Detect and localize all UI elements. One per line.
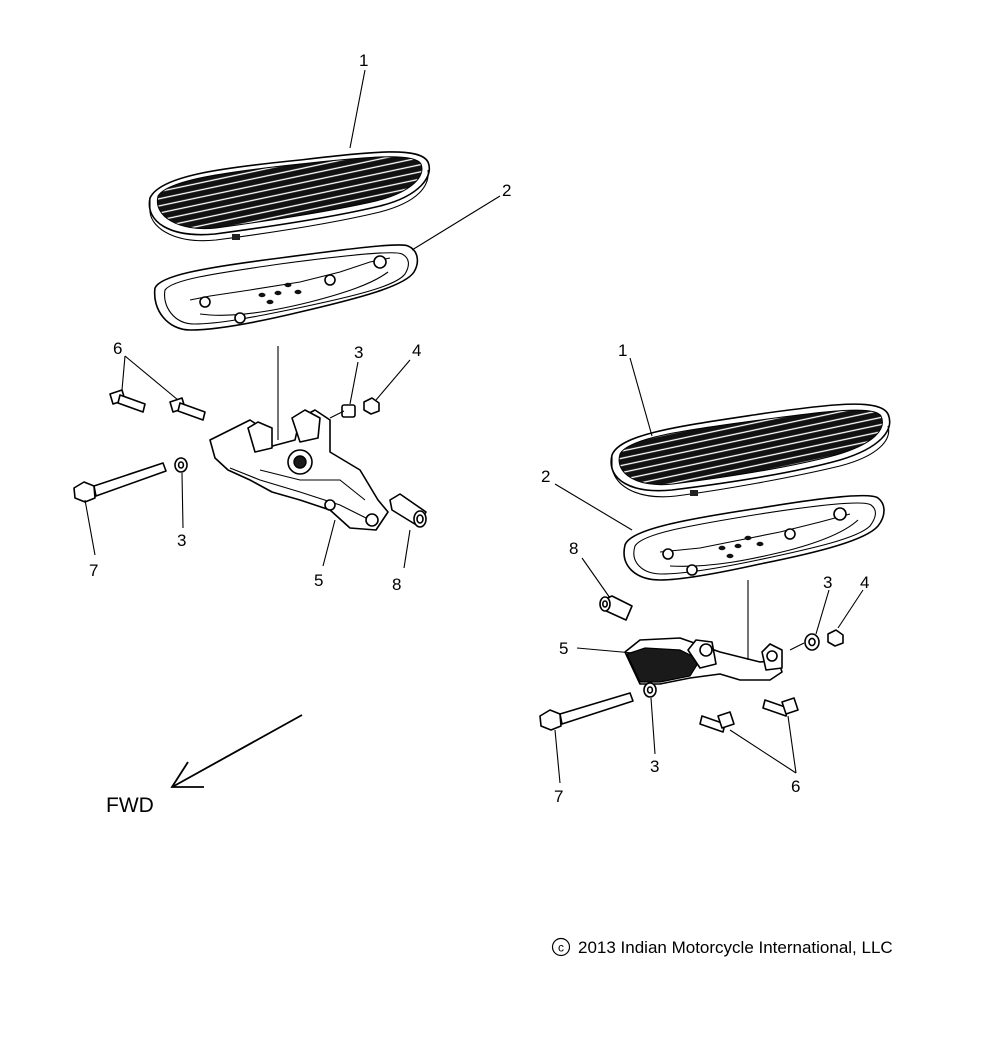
left-washer-upper bbox=[341, 404, 356, 418]
left-callout-3-lower: 3 bbox=[177, 531, 186, 550]
left-assembly: 1 2 3 4 6 3 7 5 8 bbox=[73, 51, 511, 594]
right-washer-upper bbox=[804, 633, 820, 651]
left-callout-1: 1 bbox=[359, 51, 368, 70]
left-screws bbox=[109, 389, 206, 421]
left-footboard-pan bbox=[153, 244, 419, 331]
right-bracket bbox=[624, 637, 783, 685]
left-leader-lines bbox=[84, 69, 501, 569]
right-leader-lines bbox=[554, 357, 864, 784]
forward-arrow-icon bbox=[173, 714, 303, 787]
forward-direction-indicator: FWD bbox=[106, 714, 303, 817]
right-callout-3-upper: 3 bbox=[823, 573, 832, 592]
left-callout-7: 7 bbox=[89, 561, 98, 580]
right-bolt bbox=[539, 692, 634, 731]
left-footboard-pad bbox=[148, 151, 431, 242]
copyright-text: 2013 Indian Motorcycle International, LL… bbox=[578, 938, 893, 957]
left-callout-2: 2 bbox=[502, 181, 511, 200]
right-footboard-pan bbox=[623, 494, 885, 581]
copyright-symbol: c bbox=[558, 941, 564, 955]
left-callout-8: 8 bbox=[392, 575, 401, 594]
right-callout-3-lower: 3 bbox=[650, 757, 659, 776]
right-callout-5: 5 bbox=[559, 639, 568, 658]
right-callout-6: 6 bbox=[791, 777, 800, 796]
right-screws bbox=[699, 697, 799, 733]
right-footboard-pad bbox=[610, 403, 891, 498]
right-assembly: 1 2 8 5 3 4 3 6 7 bbox=[539, 341, 891, 806]
left-callout-4: 4 bbox=[412, 341, 421, 360]
left-washer-lower bbox=[174, 457, 188, 473]
right-washer-lower bbox=[643, 682, 657, 698]
left-callout-5: 5 bbox=[314, 571, 323, 590]
left-bushing bbox=[389, 493, 427, 528]
left-bracket bbox=[209, 409, 389, 531]
right-callout-4: 4 bbox=[860, 573, 869, 592]
right-nut bbox=[827, 629, 844, 647]
left-bolt bbox=[73, 462, 167, 503]
left-nut bbox=[363, 397, 380, 415]
right-callout-2: 2 bbox=[541, 467, 550, 486]
right-callout-8: 8 bbox=[569, 539, 578, 558]
copyright-notice: c 2013 Indian Motorcycle International, … bbox=[551, 937, 893, 957]
forward-label: FWD bbox=[106, 794, 154, 817]
left-callout-6: 6 bbox=[113, 339, 122, 358]
right-bushing bbox=[599, 595, 633, 621]
right-callout-1: 1 bbox=[618, 341, 627, 360]
copyright-icon bbox=[551, 937, 571, 957]
right-callout-7: 7 bbox=[554, 787, 563, 806]
left-callout-3-upper: 3 bbox=[354, 343, 363, 362]
